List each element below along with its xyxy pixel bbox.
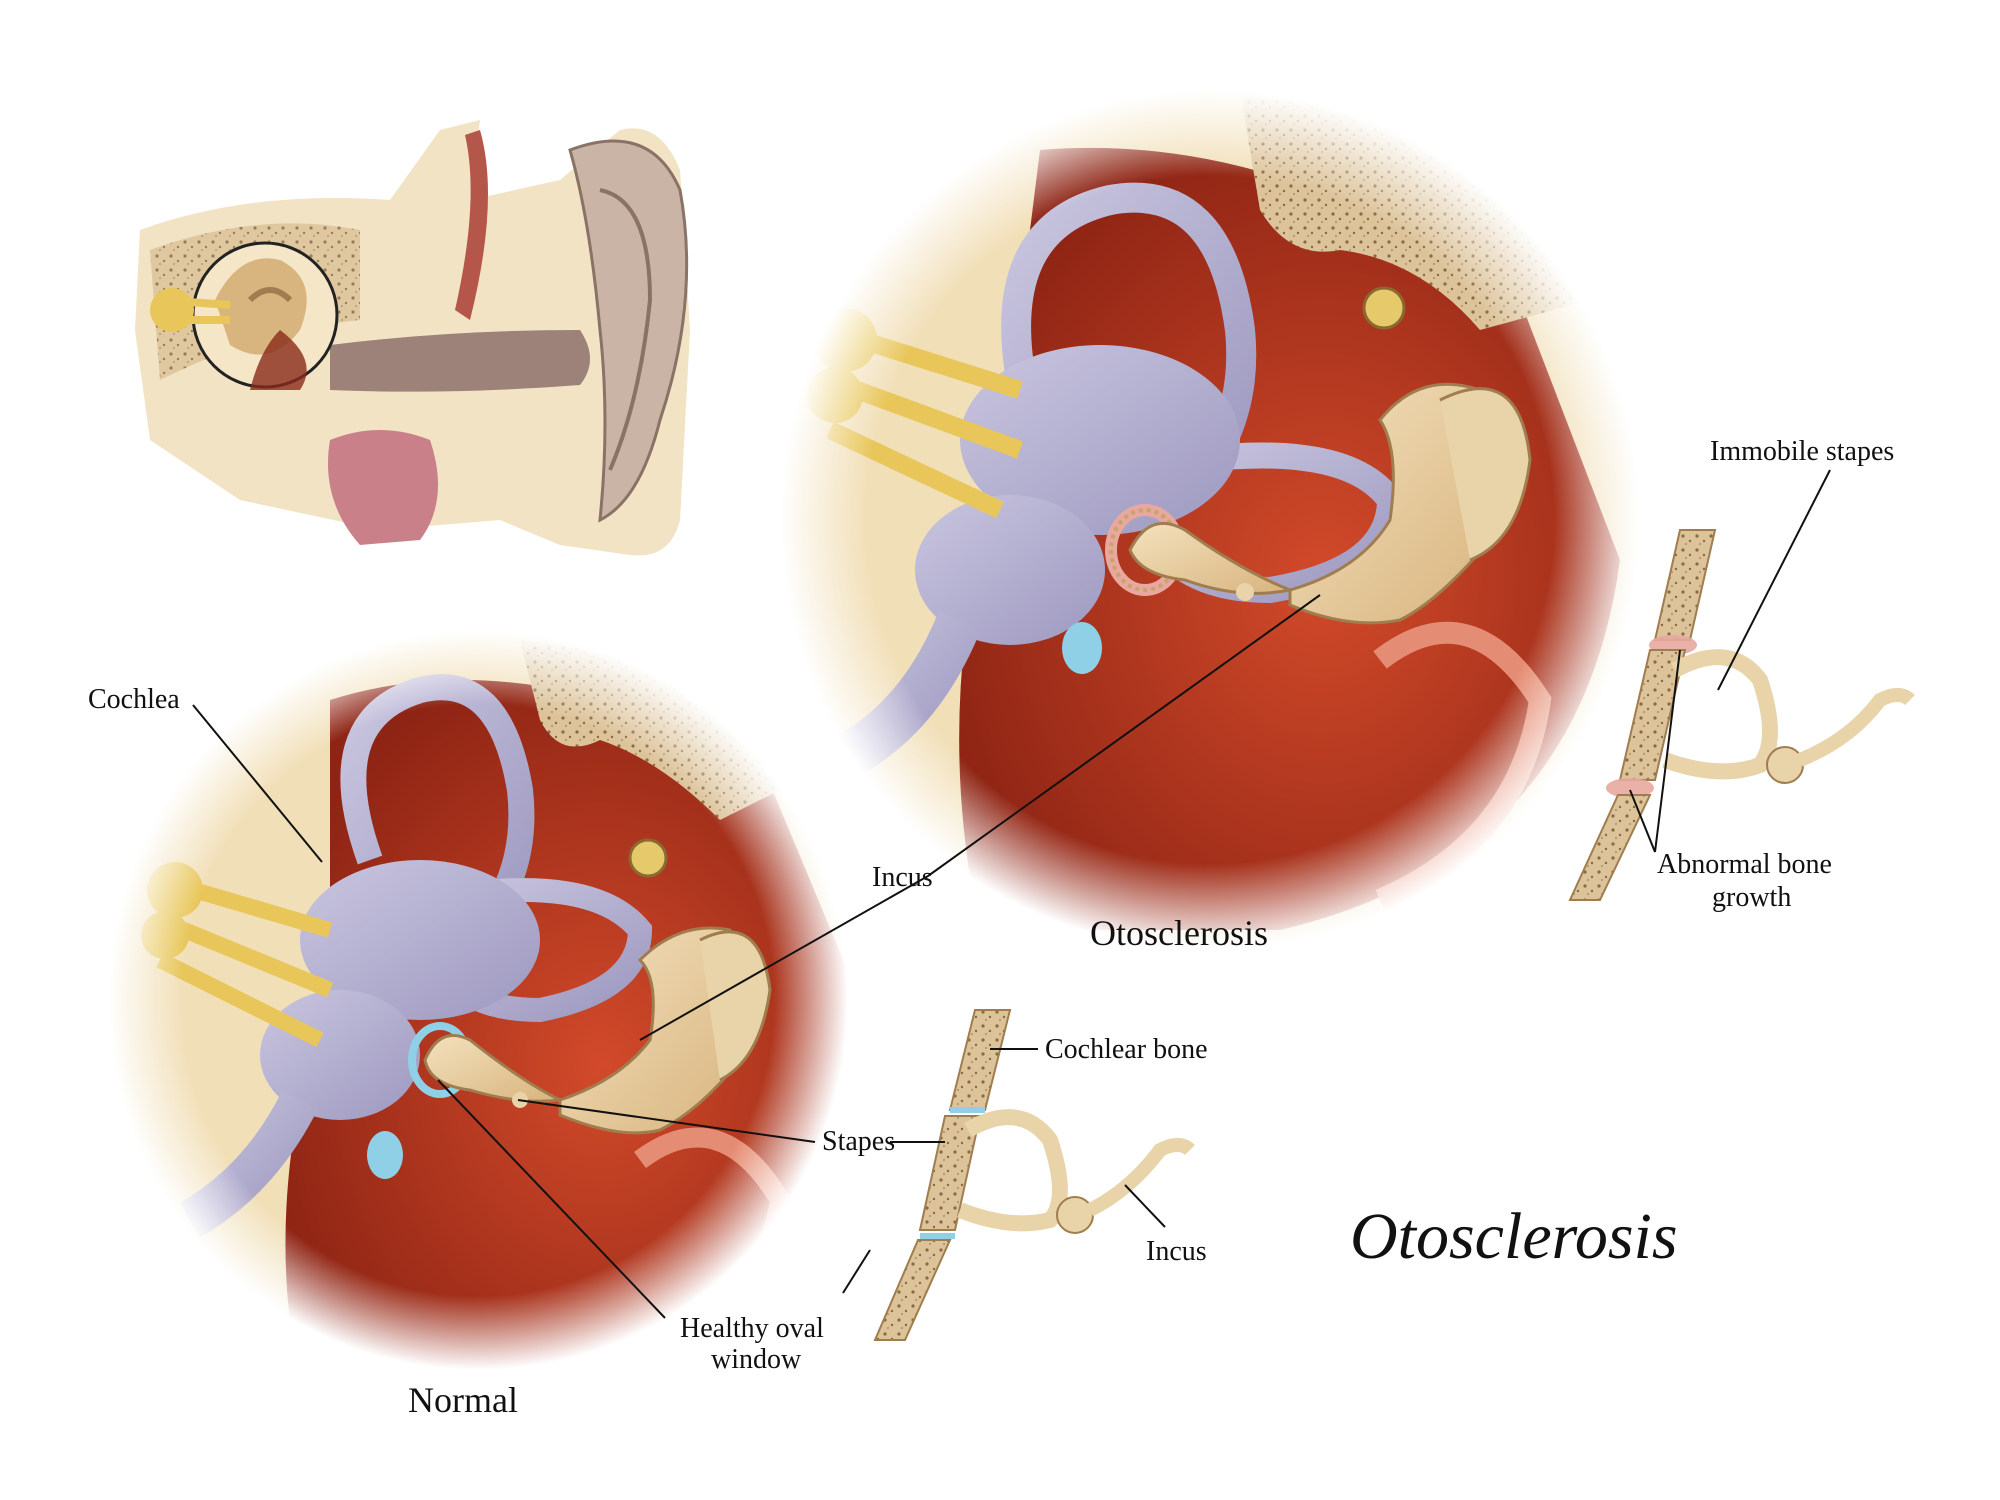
healthy-oval-window-label-line1: Healthy oval (680, 1313, 824, 1344)
leader-lines (192, 469, 1831, 1319)
abnormal-bone-growth-label-line2: growth (1712, 882, 1791, 913)
abnormal-bone-growth-label-line1: Abnormal bone (1657, 849, 1832, 880)
otosclerosis-caption: Otosclerosis (1090, 913, 1268, 953)
incus-detail-label: Incus (1146, 1236, 1207, 1267)
incus-leader-otosclerosis (927, 594, 1321, 877)
ear-cross-section-inset (135, 120, 690, 556)
normal-ear-panel (100, 620, 860, 1380)
immobile-stapes-leader (1717, 469, 1831, 691)
abnormal-growth-leader-2 (1629, 789, 1656, 853)
incus-label: Incus (872, 862, 933, 893)
figure-title: Otosclerosis (1350, 1200, 1678, 1273)
normal-caption: Normal (408, 1380, 518, 1420)
otosclerosis-ear-panel (780, 90, 1640, 950)
stapes-label: Stapes (822, 1126, 895, 1157)
incus-leader-normal (639, 875, 929, 1041)
abnormal-growth-leader-1 (1654, 649, 1681, 853)
cochlea-label: Cochlea (88, 684, 180, 715)
oval-window-leader-detail (842, 1249, 871, 1294)
immobile-stapes-label: Immobile stapes (1710, 436, 1894, 467)
cochlea-leader (192, 704, 323, 863)
oval-window-leader-normal (437, 1079, 666, 1319)
stapes-leader-normal (517, 1099, 816, 1143)
incus-detail-leader (1124, 1184, 1166, 1228)
cochlear-bone-label: Cochlear bone (1045, 1034, 1208, 1065)
healthy-oval-window-label-line2: window (711, 1344, 802, 1375)
healthy-stapes-detail (873, 1009, 1195, 1341)
immobile-stapes-detail (1568, 529, 1915, 901)
